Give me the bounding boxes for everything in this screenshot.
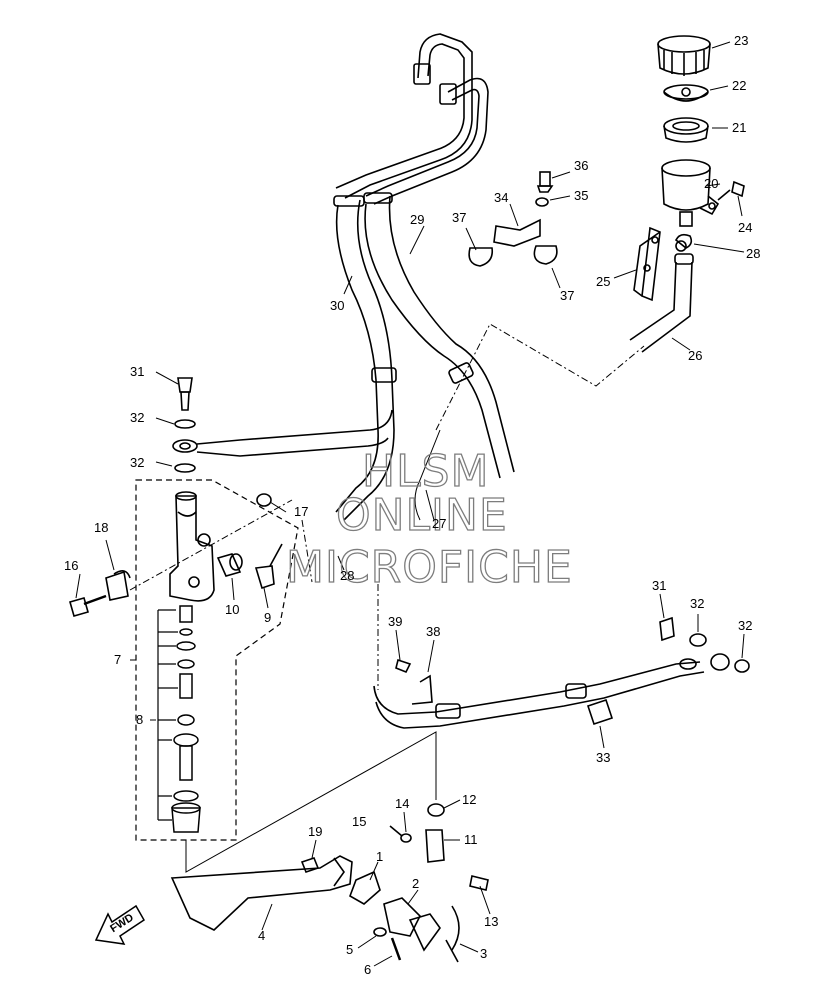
reservoir-assembly — [657, 35, 720, 227]
brake-pedal — [170, 803, 489, 963]
callout-22: 22 — [732, 78, 746, 93]
callout-13: 13 — [484, 914, 498, 929]
watermark-line2: ONLINE — [336, 490, 508, 541]
callout-31-left: 31 — [130, 364, 144, 379]
callout-18: 18 — [94, 520, 108, 535]
bracket-group — [633, 180, 745, 302]
callout-26: 26 — [688, 348, 702, 363]
watermark-line1: HLSM — [362, 446, 490, 497]
callout-35: 35 — [574, 188, 588, 203]
callout-9: 9 — [264, 610, 271, 625]
watermark: HLSM ONLINE MICROFICHE — [285, 445, 573, 593]
callout-20: 20 — [704, 176, 718, 191]
callout-34: 34 — [494, 190, 508, 205]
callout-15: 15 — [352, 814, 366, 829]
callout-5: 5 — [346, 942, 353, 957]
callout-12: 12 — [462, 792, 476, 807]
leader-lines — [129, 323, 645, 873]
banjo-upper-left — [172, 377, 393, 473]
linkage-parts — [69, 493, 283, 617]
piston-kit-column — [157, 605, 201, 833]
callout-leaders — [75, 41, 745, 967]
callout-33: 33 — [596, 750, 610, 765]
callout-32-left-upper: 32 — [130, 410, 144, 425]
callout-3: 3 — [480, 946, 487, 961]
master-cylinder-box — [135, 479, 299, 841]
callout-labels: 1 2 3 4 5 6 7 8 9 10 11 12 13 14 15 16 1… — [64, 33, 760, 977]
callout-31-right: 31 — [652, 578, 666, 593]
callout-4: 4 — [258, 928, 265, 943]
callout-14: 14 — [395, 796, 409, 811]
callout-21: 21 — [732, 120, 746, 135]
lower-brake-hose — [373, 616, 750, 729]
callout-24: 24 — [738, 220, 752, 235]
master-cylinder — [169, 491, 215, 602]
callout-1: 1 — [376, 849, 383, 864]
callout-19: 19 — [308, 824, 322, 839]
callout-37-right: 37 — [560, 288, 574, 303]
watermark-line3: MICROFICHE — [286, 542, 573, 593]
callout-29: 29 — [410, 212, 424, 227]
callout-32-left-lower: 32 — [130, 455, 144, 470]
callout-7: 7 — [114, 652, 121, 667]
callout-28-top: 28 — [746, 246, 760, 261]
reservoir-hose — [629, 240, 694, 353]
callout-2: 2 — [412, 876, 419, 891]
callout-16: 16 — [64, 558, 78, 573]
callout-30: 30 — [330, 298, 344, 313]
callout-23: 23 — [734, 33, 748, 48]
callout-11: 11 — [464, 832, 478, 847]
callout-32-right-upper: 32 — [690, 596, 704, 611]
callout-17: 17 — [294, 504, 308, 519]
callout-6: 6 — [364, 962, 371, 977]
brake-hose-group — [333, 33, 515, 521]
callout-28-middle: 28 — [340, 568, 354, 583]
callout-32-right-lower: 32 — [738, 618, 752, 633]
callout-8: 8 — [136, 712, 143, 727]
callout-38: 38 — [426, 624, 440, 639]
callout-37-left: 37 — [452, 210, 466, 225]
callout-39: 39 — [388, 614, 402, 629]
fwd-arrow: FWD — [94, 904, 145, 945]
callout-25: 25 — [596, 274, 610, 289]
callout-36: 36 — [574, 158, 588, 173]
hose-guide-group — [468, 171, 558, 267]
callout-27: 27 — [432, 516, 446, 531]
callout-10: 10 — [225, 602, 239, 617]
